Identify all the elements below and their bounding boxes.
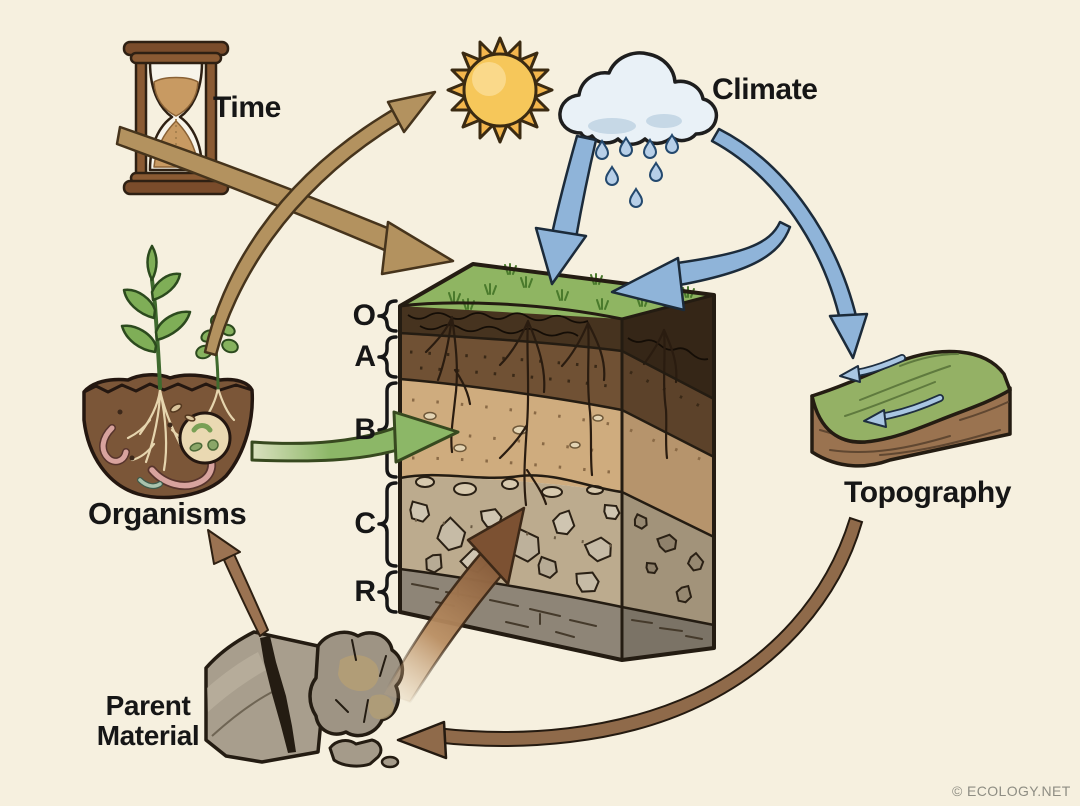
rocks-icon: [204, 630, 405, 769]
plants-worms-microbes-icon: [82, 244, 255, 500]
arrow-climate-to-topography: [710, 127, 869, 360]
organisms-label: Organisms: [88, 496, 247, 531]
hillslope-icon: [810, 349, 1012, 468]
arrow-parent-material-to-organisms: [207, 529, 269, 637]
horizon-label-r: R: [354, 575, 376, 608]
runoff-arrows: [839, 354, 944, 428]
watermark: © ECOLOGY.NET: [952, 783, 1071, 799]
parent-material-label-line2: Material: [96, 720, 200, 751]
soil-microbes: [117, 403, 196, 461]
sun-icon: [446, 36, 554, 144]
parent-material-label: Parent Material: [76, 691, 220, 751]
microbe-lens: [178, 411, 232, 465]
arrow-parent-material-to-soil: [382, 506, 526, 704]
arrow-climate-to-soil-top-right: [610, 220, 792, 312]
arrow-topography-to-parent-material: [396, 516, 864, 760]
horizon-braces: [377, 299, 398, 614]
a-horizon-speckles: [409, 350, 709, 412]
horizon-label-b: B: [354, 413, 376, 446]
time-label: Time: [213, 91, 281, 124]
arrow-organisms-to-climate: [203, 90, 437, 357]
parent-material-label-line1: Parent: [105, 690, 191, 721]
large-plant: [120, 244, 192, 390]
rain-cloud-icon: [558, 51, 719, 208]
arrow-organisms-to-b-horizon: [250, 410, 460, 464]
plant-roots: [424, 315, 678, 507]
raindrops: [595, 134, 679, 208]
arrow-climate-to-soil-top: [534, 134, 598, 286]
horizon-label-c: C: [354, 507, 376, 540]
arrow-time-to-soil: [115, 125, 455, 276]
organic-layer-texture: [407, 312, 709, 361]
horizon-label-a: A: [354, 340, 376, 373]
horizon-label-o: O: [352, 299, 376, 332]
horizon-b-layer: [400, 379, 622, 492]
climate-label: Climate: [712, 73, 818, 106]
soil-block-outline: [398, 262, 716, 662]
topography-label: Topography: [844, 476, 1012, 509]
